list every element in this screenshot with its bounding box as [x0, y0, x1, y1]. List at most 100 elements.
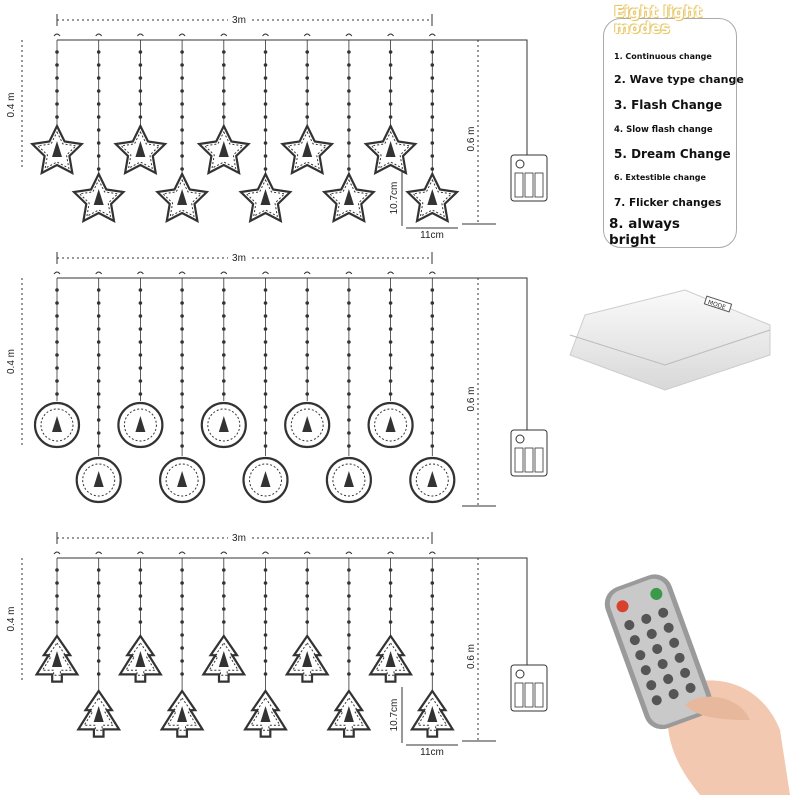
led-bead — [55, 366, 59, 370]
led-bead — [430, 607, 435, 611]
led-bead — [305, 379, 310, 383]
led-bead — [222, 50, 226, 54]
led-bead — [388, 102, 393, 106]
led-bead — [263, 607, 268, 611]
led-bead — [347, 633, 351, 637]
led-bead — [430, 89, 435, 93]
led-bead — [347, 379, 351, 383]
led-bead — [138, 607, 143, 611]
battery-icon — [524, 682, 534, 708]
hook-icon — [220, 271, 228, 275]
led-bead — [96, 646, 101, 650]
led-bead — [180, 102, 184, 106]
led-bead — [180, 405, 184, 409]
mode-item: 4. Slow flash change — [614, 125, 713, 135]
led-bead — [263, 288, 268, 292]
led-bead — [388, 288, 393, 292]
led-bead — [222, 620, 226, 624]
battery-icon — [514, 447, 524, 473]
battery-box-photo: MODE — [565, 285, 780, 395]
led-bead — [347, 607, 351, 611]
remote-button — [663, 674, 674, 685]
hook-icon — [262, 551, 269, 555]
led-bead — [388, 340, 393, 344]
remote-button — [640, 665, 651, 676]
led-bead — [180, 167, 184, 171]
hook-icon — [95, 271, 103, 275]
tree-outline — [416, 697, 448, 731]
led-bead — [388, 379, 393, 383]
led-bead — [96, 379, 101, 383]
led-bead — [180, 620, 184, 624]
led-bead — [180, 327, 184, 331]
led-bead — [263, 63, 268, 67]
ornament-figure-icon — [260, 471, 271, 487]
led-bead — [96, 167, 101, 171]
tree-outline — [291, 642, 323, 676]
led-bead — [138, 63, 143, 67]
led-bead — [347, 672, 351, 676]
ornament-figure-icon — [260, 706, 271, 722]
led-bead — [388, 607, 393, 611]
led-bead — [96, 340, 101, 344]
long-length-label: 0.6 m — [466, 644, 477, 669]
led-bead — [305, 301, 310, 305]
led-bead — [388, 392, 393, 396]
ring-outline — [332, 463, 366, 497]
hook-icon — [178, 551, 186, 555]
led-bead — [388, 50, 393, 54]
led-bead — [96, 607, 101, 611]
led-bead — [222, 594, 226, 598]
led-bead — [180, 366, 184, 370]
led-bead — [388, 301, 393, 305]
led-bead — [263, 633, 268, 637]
led-bead — [180, 76, 184, 80]
led-bead — [347, 659, 351, 663]
led-bead — [430, 353, 435, 357]
remote-button — [646, 680, 657, 691]
led-bead — [347, 392, 351, 396]
led-bead — [222, 76, 226, 80]
led-bead — [138, 366, 143, 370]
mode-button-icon — [515, 434, 525, 444]
ornament-figure-icon — [343, 189, 354, 205]
led-bead — [180, 288, 184, 292]
hook-icon — [220, 33, 228, 37]
led-bead — [96, 418, 101, 422]
led-bead — [180, 154, 184, 158]
led-bead — [388, 63, 393, 67]
led-bead — [96, 353, 101, 357]
remote-button — [668, 689, 679, 700]
ring-outline — [82, 463, 116, 497]
led-bead — [347, 167, 351, 171]
led-bead — [430, 327, 435, 331]
led-bead — [305, 340, 310, 344]
remote-button — [629, 635, 640, 646]
led-bead — [388, 115, 393, 119]
led-bead — [180, 672, 184, 676]
ornament-figure-icon — [343, 471, 354, 487]
led-bead — [180, 633, 184, 637]
led-bead — [430, 141, 435, 145]
led-bead — [347, 288, 351, 292]
led-bead — [96, 620, 101, 624]
hook-icon — [428, 551, 436, 555]
led-bead — [347, 418, 351, 422]
led-bead — [180, 50, 184, 54]
hook-icon — [220, 551, 228, 555]
led-bead — [55, 581, 59, 585]
led-bead — [263, 418, 268, 422]
ornament-figure-icon — [302, 416, 313, 432]
led-bead — [138, 102, 143, 106]
led-bead — [430, 76, 435, 80]
led-bead — [138, 327, 143, 331]
led-bead — [222, 301, 226, 305]
ornament-figure-icon — [427, 706, 438, 722]
led-bead — [55, 327, 59, 331]
led-bead — [180, 379, 184, 383]
remote-button — [624, 620, 635, 631]
hook-icon — [53, 551, 61, 555]
led-bead — [263, 301, 268, 305]
mode-item: 3. Flash Change — [614, 98, 723, 112]
led-bead — [180, 581, 184, 585]
